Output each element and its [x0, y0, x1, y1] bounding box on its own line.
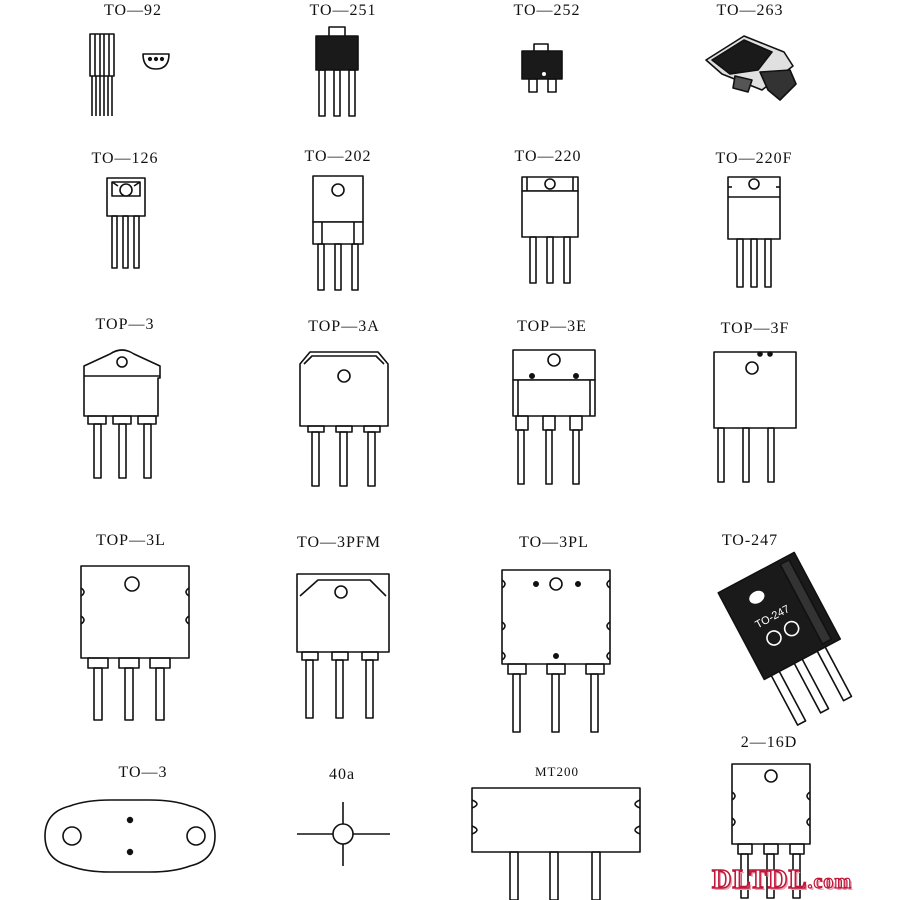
package-top-3f — [713, 351, 797, 483]
label-to-247: TO-247 — [721, 532, 779, 549]
package-top-3l — [80, 565, 190, 721]
label-top-3e: TOP—3E — [517, 318, 587, 335]
package-top-3a — [299, 351, 389, 487]
label-2-16d: 2—16D — [740, 734, 798, 751]
package-to-202 — [312, 175, 364, 291]
package-to-126 — [106, 177, 146, 269]
label-top-3l: TOP—3L — [96, 532, 166, 549]
package-to-247: TO-247 — [717, 551, 853, 726]
label-to-251: TO—251 — [309, 2, 377, 19]
label-to-3pfm: TO—3PFM — [296, 534, 382, 551]
package-to-220 — [521, 176, 579, 284]
label-to-202: TO—202 — [304, 148, 372, 165]
package-to-252 — [521, 43, 563, 93]
label-to-220: TO—220 — [514, 148, 582, 165]
label-to-220f: TO—220F — [715, 150, 793, 167]
label-top-3a: TOP—3A — [308, 318, 380, 335]
package-to-251 — [315, 26, 359, 117]
watermark-logo: DLTDL.com — [711, 863, 853, 895]
label-to-3pl: TO—3PL — [519, 534, 589, 551]
label-top-3f: TOP—3F — [720, 320, 790, 337]
label-mt200: MT200 — [535, 764, 579, 779]
label-to-126: TO—126 — [91, 150, 159, 167]
label-top-3: TOP—3 — [95, 316, 155, 333]
label-to-92: TO—92 — [103, 2, 163, 19]
package-2-16d — [731, 763, 811, 899]
label-to-3: TO—3 — [118, 764, 168, 781]
package-to-3 — [44, 799, 216, 873]
label-to-252: TO—252 — [513, 2, 581, 19]
package-to-3pfm — [296, 573, 390, 719]
package-to-3pl — [501, 569, 611, 733]
package-40a — [297, 802, 390, 866]
package-mt200 — [471, 787, 641, 900]
label-to-263: TO—263 — [716, 2, 784, 19]
package-top-3e — [512, 349, 596, 485]
package-top-3 — [83, 349, 161, 479]
package-to-263 — [705, 35, 797, 101]
label-40a: 40a — [328, 766, 356, 783]
package-to-220f — [727, 176, 781, 288]
package-to-92 — [89, 33, 170, 116]
